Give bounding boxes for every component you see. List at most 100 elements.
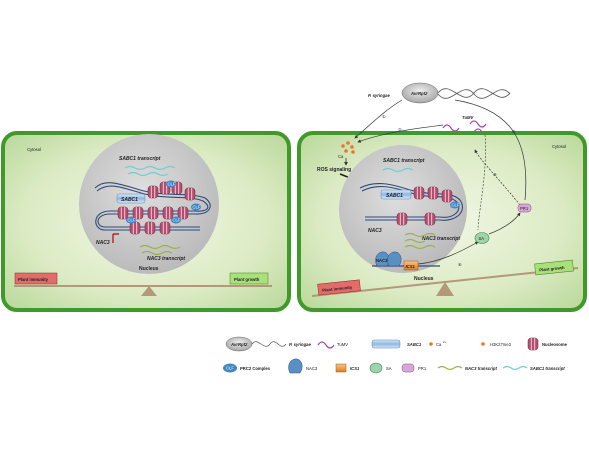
tumv-dashed-line [477, 134, 486, 231]
legend-ca-superscript: 2+ [443, 340, 447, 344]
right-panel: AvrRpt2 P. syringae TuMV Cytosol Ca ROS … [297, 82, 587, 312]
legend-p-syringae-flagellum-icon [251, 341, 287, 347]
right-clf-1: CLF [450, 201, 460, 209]
left-nac3-block-arrow [112, 233, 119, 243]
sa-to-pr1-arrow [454, 99, 527, 201]
legend-nac3-icon [288, 358, 303, 374]
left-clf-2: CLF [191, 203, 201, 211]
legend-nac3-transcript-label: NAC3 transcript [465, 366, 497, 371]
left-clf-3: CLF [126, 216, 136, 224]
step-4-label: ⑥ [458, 262, 462, 267]
nucleosome [441, 189, 453, 203]
left-dna-strand [94, 182, 211, 228]
left-dna-strand-2 [95, 185, 209, 231]
sa-to-pr1-solid-arrow [488, 212, 521, 235]
right-nac3-label: NAC3 [368, 228, 382, 234]
nucleosome [129, 221, 141, 235]
pr1-dashed-arrow [474, 149, 521, 206]
left-balance-fulcrum [141, 286, 157, 296]
svg-text:CLF: CLF [193, 205, 201, 210]
right-plant-immunity-label: Plant immunity [322, 285, 353, 293]
nucleosome [147, 185, 159, 199]
legend: AvrRpt2 P. syringae TuMV SABC1 Ca 2+ H3K… [223, 336, 568, 374]
right-sabc1-gene [380, 189, 412, 200]
ics1-to-sa-arrow [417, 241, 479, 265]
right-sa [474, 232, 490, 244]
nucleosome [184, 187, 196, 201]
left-sabc1-transcript-label: SABC1 transcript [119, 156, 161, 162]
nucleosome [144, 221, 156, 235]
right-plant-growth-box [534, 259, 574, 276]
right-nucleus-label: Nucleus [414, 276, 434, 282]
tumv-to-ca-arrow [357, 124, 444, 143]
legend-sabc1-label: SABC1 [407, 342, 422, 347]
left-plant-growth-label: Plant growth [234, 277, 260, 282]
right-nac3-transcript-label: NAC3 transcript [422, 236, 460, 242]
nucleosome [159, 221, 171, 235]
nucleosome [427, 186, 439, 200]
left-nac3-label: NAC3 [96, 240, 110, 246]
nucleosome [147, 206, 159, 220]
right-pr1-label: PR1 [520, 206, 529, 211]
avrrpt2-label: AvrRpt2 [410, 91, 428, 96]
right-sabc1-transcript-wave [382, 167, 414, 173]
right-plant-growth-label: Plant growth [539, 265, 565, 273]
nucleosome [117, 206, 129, 220]
left-panel: Cytosol SABC1 transcript SABC1 CLF CL [1, 131, 291, 312]
right-ics1-gene [403, 260, 419, 271]
right-nac3-transcript-wave-3 [404, 244, 436, 250]
legend-ca-icon [429, 342, 433, 346]
legend-sabc1-transcript-label: SABC1 transcript [530, 366, 565, 371]
right-dna-strand-2 [361, 185, 460, 218]
left-sabc1-transcript-wave-2 [127, 171, 169, 177]
legend-clf-label: CLF [226, 366, 234, 371]
right-nucleus [339, 145, 467, 273]
tumv-virus-1 [442, 124, 460, 132]
nac3-protein-label: NAC3 [376, 258, 388, 263]
svg-text:CLF: CLF [128, 218, 136, 223]
step-5-label: ⑤ [512, 129, 516, 134]
legend-pr1-label: PR1 [418, 366, 427, 371]
legend-p-syringae-label: P. syringae [289, 342, 311, 347]
right-ics1-label: ICS1 [406, 264, 416, 269]
legend-sabc1-transcript-icon [502, 365, 528, 371]
legend-h3k27me3-label: H3K27me3 [490, 342, 512, 347]
right-sabc1-gene-label: SABC1 [386, 193, 403, 199]
left-nucleus-label: Nucleus [139, 266, 159, 272]
legend-ca-label: Ca [436, 342, 442, 347]
legend-sa-icon [369, 362, 383, 374]
legend-nac3-label: NAC3 [306, 366, 318, 371]
legend-nac3-transcript-icon [437, 365, 463, 371]
left-plant-immunity-box [14, 272, 58, 285]
legend-prc2-label: PRC2 Complex [240, 366, 271, 371]
legend-nucleosome-icon [527, 337, 539, 351]
ros-signaling-label: ROS signaling [317, 167, 351, 173]
tumv-label: TuMV [462, 115, 475, 120]
nucleosome [162, 206, 174, 220]
left-sabc1-gene-label: SABC1 [121, 197, 138, 203]
left-cytosol-label: Cytosol [27, 147, 41, 152]
left-clf-4: CLF [171, 216, 181, 224]
right-balance-fulcrum [436, 282, 454, 296]
left-clf-1: CLF [166, 180, 176, 188]
p-syringae-to-ca-arrow [354, 99, 403, 139]
left-plant-immunity-label: Plant immunity [18, 277, 49, 282]
legend-ics1-icon [335, 363, 347, 373]
legend-tumv-label: TuMV [337, 342, 348, 347]
right-pr1 [517, 203, 532, 213]
left-nac3-transcript-label: NAC3 transcript [147, 256, 185, 262]
step-1-label: ① [382, 114, 386, 119]
svg-text:Ca: Ca [338, 154, 344, 159]
p-syringae-flagellum-2 [437, 89, 511, 99]
legend-clf-icon [223, 363, 237, 373]
right-nac3-transcript-wave-2 [404, 238, 426, 244]
nucleosome [413, 186, 425, 200]
legend-pr1-icon [401, 363, 415, 373]
right-cytosol-label: Cytosol [552, 144, 566, 149]
left-nac3-transcript-wave [139, 244, 181, 250]
step-3-label: ③ [493, 172, 497, 177]
right-sa-label: SA [479, 236, 485, 241]
right-sabc1-transcript-label: SABC1 transcript [383, 158, 425, 164]
svg-text:CLF: CLF [168, 182, 176, 187]
